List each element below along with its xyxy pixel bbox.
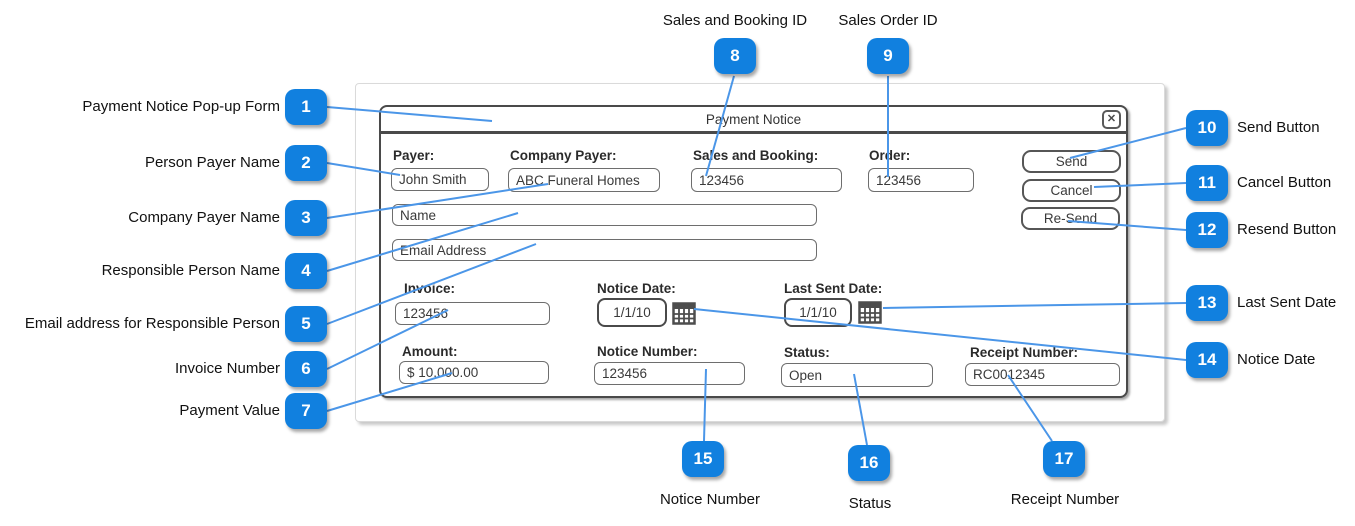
callout-badge-9: 9 xyxy=(867,38,909,74)
callout-label-14: Notice Date xyxy=(1237,351,1316,368)
payer-label: Payer: xyxy=(393,148,435,163)
company-payer-input[interactable] xyxy=(508,168,660,192)
callout-badge-1: 1 xyxy=(285,89,327,125)
callout-label-3: Company Payer Name xyxy=(128,209,280,226)
close-icon[interactable]: ✕ xyxy=(1102,110,1121,129)
sales-booking-input[interactable] xyxy=(691,168,842,192)
callout-label-13: Last Sent Date xyxy=(1237,294,1337,311)
notice-number-input[interactable] xyxy=(594,362,745,385)
dialog-title: Payment Notice xyxy=(705,111,802,127)
status-label: Status: xyxy=(784,345,830,360)
last-sent-date-label: Last Sent Date: xyxy=(784,281,883,296)
resend-button[interactable]: Re-Send xyxy=(1021,207,1120,230)
notice-number-label: Notice Number: xyxy=(597,344,698,359)
callout-label-16: Status xyxy=(848,495,892,512)
send-button[interactable]: Send xyxy=(1022,150,1121,173)
callout-label-2: Person Payer Name xyxy=(144,154,280,171)
callout-badge-8: 8 xyxy=(714,38,756,74)
callout-label-1: Payment Notice Pop-up Form xyxy=(82,98,280,115)
order-input[interactable] xyxy=(868,168,974,192)
callout-badge-17: 17 xyxy=(1043,441,1085,477)
amount-input[interactable] xyxy=(399,361,549,384)
callout-badge-6: 6 xyxy=(285,351,327,387)
callout-label-6: Invoice Number xyxy=(174,360,280,377)
amount-label: Amount: xyxy=(402,344,458,359)
callout-badge-7: 7 xyxy=(285,393,327,429)
calendar-icon[interactable] xyxy=(671,300,697,327)
callout-label-8: Sales and Booking ID xyxy=(662,12,808,29)
callout-badge-3: 3 xyxy=(285,200,327,236)
callout-label-5: Email address for Responsible Person xyxy=(24,315,280,332)
order-label: Order: xyxy=(869,148,911,163)
company-payer-label: Company Payer: xyxy=(510,148,617,163)
dialog-titlebar: Payment Notice ✕ xyxy=(381,107,1126,134)
callout-label-11: Cancel Button xyxy=(1237,174,1332,191)
responsible-email-input[interactable] xyxy=(392,239,817,261)
callout-badge-16: 16 xyxy=(848,445,890,481)
sales-booking-label: Sales and Booking: xyxy=(693,148,819,163)
callout-label-12: Resend Button xyxy=(1237,221,1337,238)
callout-label-10: Send Button xyxy=(1237,119,1320,136)
last-sent-date-input[interactable] xyxy=(784,298,852,327)
invoice-label: Invoice: xyxy=(404,281,456,296)
receipt-number-input[interactable] xyxy=(965,363,1120,386)
payer-input[interactable] xyxy=(391,168,489,191)
payment-notice-dialog: Payment Notice ✕ Payer: Company Payer: S… xyxy=(379,105,1128,398)
callout-badge-2: 2 xyxy=(285,145,327,181)
callout-label-4: Responsible Person Name xyxy=(101,262,280,279)
calendar-icon[interactable] xyxy=(857,299,883,326)
callout-badge-4: 4 xyxy=(285,253,327,289)
callout-label-17: Receipt Number xyxy=(1010,491,1120,508)
callout-label-7: Payment Value xyxy=(179,402,280,419)
callout-badge-15: 15 xyxy=(682,441,724,477)
callout-label-15: Notice Number xyxy=(659,491,761,508)
notice-date-label: Notice Date: xyxy=(597,281,676,296)
callout-badge-12: 12 xyxy=(1186,212,1228,248)
callout-badge-13: 13 xyxy=(1186,285,1228,321)
callout-badge-5: 5 xyxy=(285,306,327,342)
callout-label-9: Sales Order ID xyxy=(838,12,938,29)
callout-badge-11: 11 xyxy=(1186,165,1228,201)
callout-badge-10: 10 xyxy=(1186,110,1228,146)
cancel-button[interactable]: Cancel xyxy=(1022,179,1121,202)
status-input[interactable] xyxy=(781,363,933,387)
receipt-number-label: Receipt Number: xyxy=(970,345,1079,360)
responsible-name-input[interactable] xyxy=(392,204,817,226)
invoice-input[interactable] xyxy=(395,302,550,325)
notice-date-input[interactable] xyxy=(597,298,667,327)
callout-badge-14: 14 xyxy=(1186,342,1228,378)
